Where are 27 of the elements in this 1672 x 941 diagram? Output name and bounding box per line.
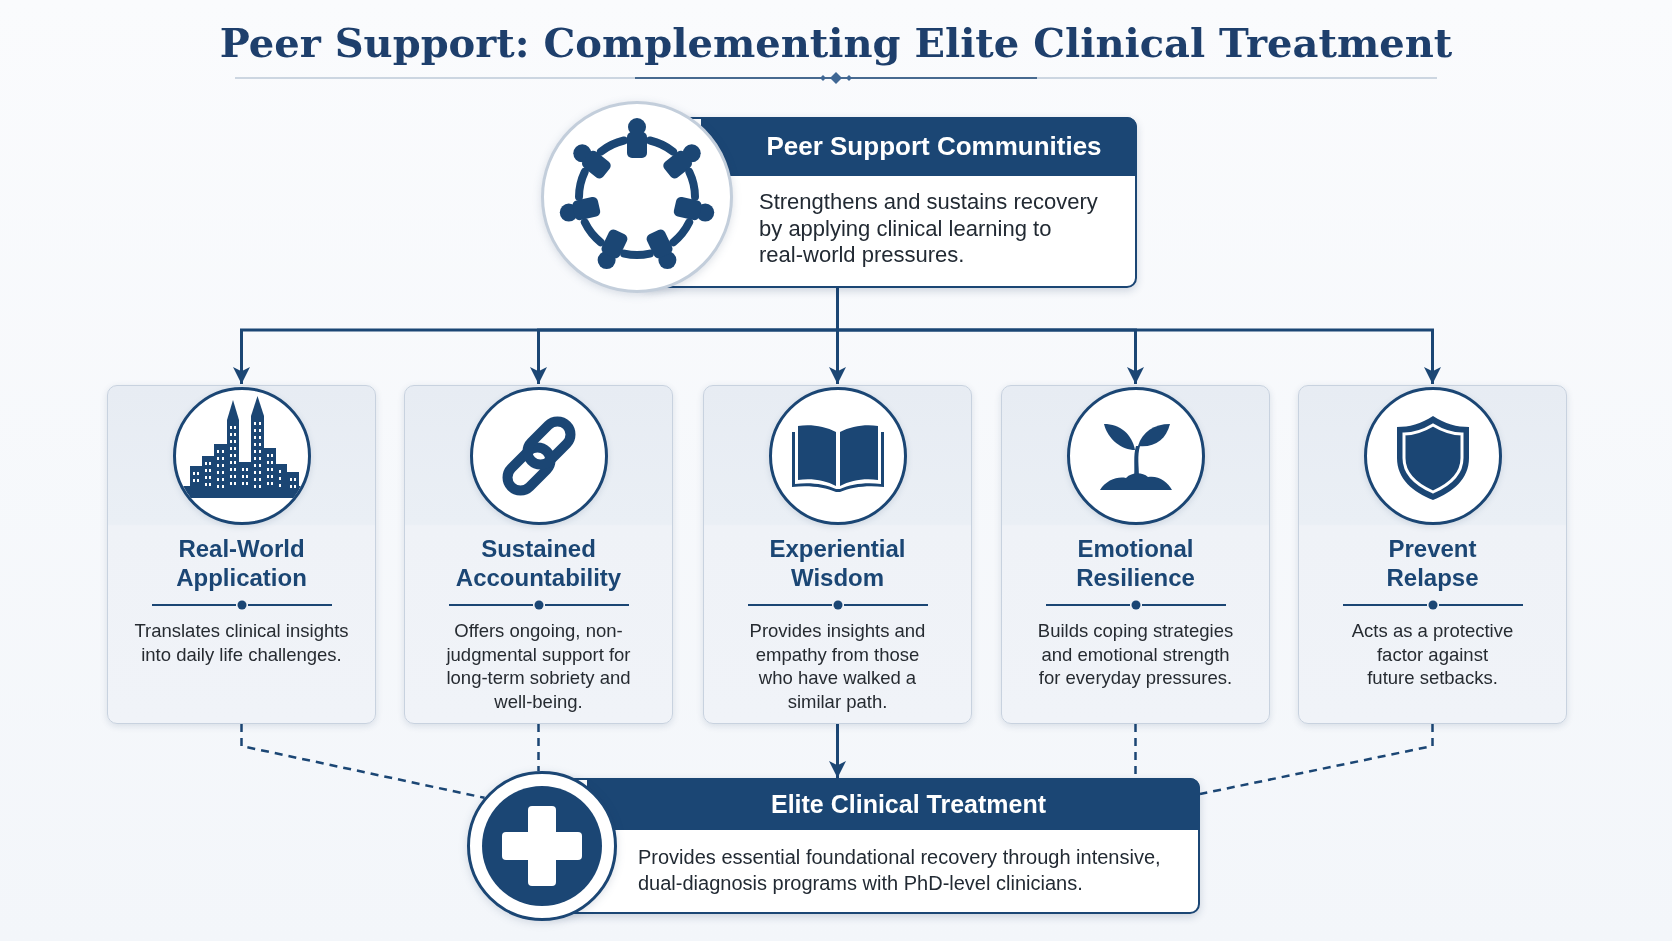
card-title: Sustained Accountability	[454, 534, 623, 592]
card-title: Real-World Application	[175, 534, 308, 592]
card-heading: Peer Support Communities	[701, 117, 1137, 176]
card-description: Strengthens and sustains recovery by applying clinical learning to real-world pressures.	[759, 189, 1099, 269]
card-description: Builds coping strategies and emotional strength for everyday pressures.	[1036, 619, 1235, 690]
card-heading: Elite Clinical Treatment	[587, 778, 1200, 830]
card-title: Prevent Relapse	[1385, 534, 1480, 592]
feature-card	[404, 385, 673, 724]
card-description: Provides essential foundational recovery through intensive, dual-diagnosis programs with PhD-level clinicians.	[638, 845, 1162, 896]
dashed-connector	[240, 724, 485, 799]
arrow	[836, 288, 1441, 384]
info-card	[467, 771, 1200, 921]
dashed-connector	[1199, 724, 1434, 796]
diagram-title: Peer Support: Complementing Elite Clinical Treatment	[219, 18, 1453, 68]
card-description: Acts as a protective factor against future setbacks.	[1351, 619, 1514, 690]
feature-card	[1298, 385, 1567, 724]
info-card	[541, 101, 1137, 293]
feature-card	[703, 385, 972, 724]
card-description: Translates clinical insights into daily life challenges.	[133, 619, 350, 666]
arrow	[829, 724, 846, 778]
dashed-connector	[537, 724, 540, 772]
card-description: Provides insights and empathy from those who have walked a similar path.	[748, 619, 927, 713]
feature-card	[1001, 385, 1270, 724]
card-title: Emotional Resilience	[1075, 534, 1196, 592]
card-description: Offers ongoing, non-judgmental support for long-term sobriety and well-being.	[445, 619, 632, 713]
feature-card	[107, 385, 376, 724]
card-title: Experiential Wisdom	[768, 534, 907, 592]
